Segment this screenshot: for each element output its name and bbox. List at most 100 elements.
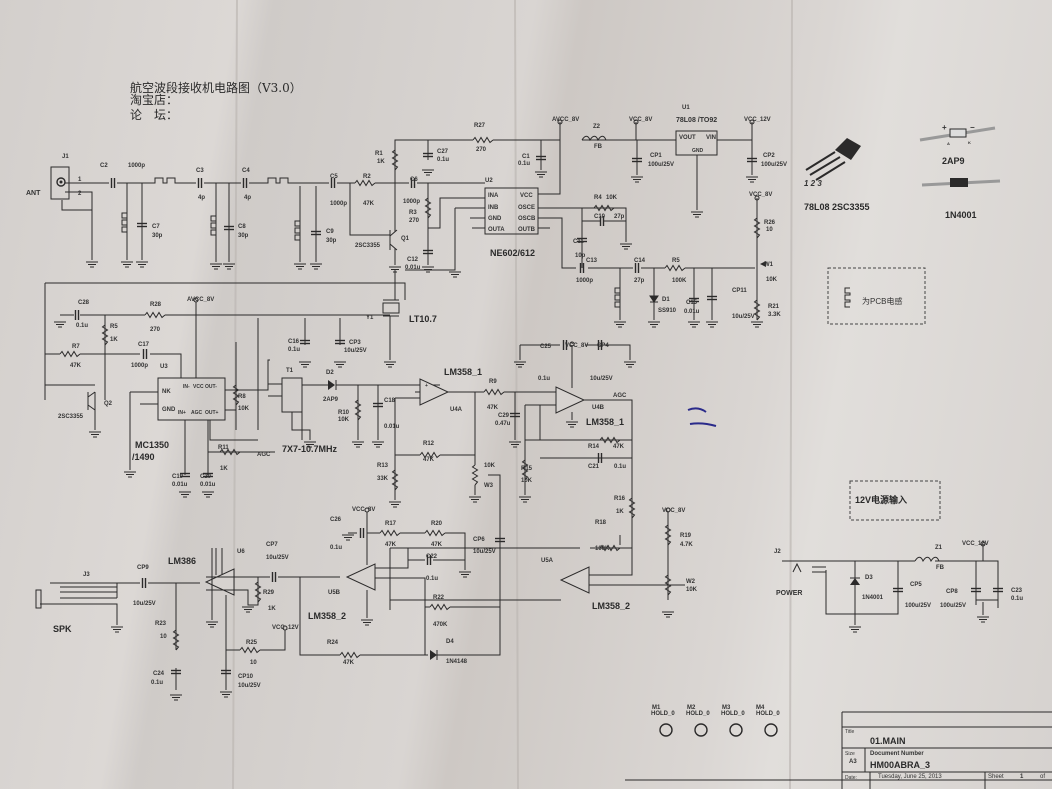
r1-value: 1K: [377, 159, 385, 165]
c15-value: 0.01u: [684, 309, 700, 315]
c10-value: 27p: [614, 214, 625, 220]
schematic-title: 航空波段接收机电路图（V3.0）: [130, 80, 302, 95]
mounting-hole-icon: [764, 723, 778, 737]
net-agc: AGC: [257, 452, 271, 458]
c1-ref: C1: [522, 154, 530, 160]
t1-transformer: [281, 377, 303, 413]
r29-value: 1K: [268, 606, 276, 612]
u5a-part: LM358_2: [592, 601, 630, 611]
cp3-value: 10u/25V: [344, 348, 367, 354]
r10-value: 10K: [338, 417, 350, 423]
cp10-ref: CP10: [238, 674, 254, 680]
net-vcc-12v: VCC_12V: [272, 625, 299, 631]
u3-part: MC1350: [135, 440, 169, 450]
audio-section: [35, 507, 506, 701]
date-label: Date:: [845, 775, 857, 781]
hole-part: HOLD_0: [651, 711, 675, 717]
r29-ref: R29: [263, 590, 275, 596]
net-avcc-8v: AVCC_8V: [552, 117, 579, 123]
c25-value: 0.1u: [538, 376, 550, 382]
pin-label: 1: [78, 177, 82, 183]
size-label: Size: [845, 751, 855, 757]
d1-value: SS910: [658, 308, 677, 314]
c24-value: 0.1u: [151, 680, 163, 686]
r12-ref: R12: [423, 441, 435, 447]
to92-package-icon: [835, 138, 861, 160]
cp5-ref: CP5: [910, 582, 922, 588]
y1-part: LT10.7: [409, 314, 437, 324]
u6-part: LM386: [168, 556, 196, 566]
j2-ref: J2: [774, 549, 781, 555]
r14-ref: R14: [588, 444, 600, 450]
cp1-value: 100u/25V: [648, 162, 674, 168]
c26-value: 0.1u: [330, 545, 342, 551]
spk-label: SPK: [53, 624, 72, 634]
r28-ref: R28: [150, 302, 162, 308]
r18-value: 100K: [595, 546, 610, 552]
sheet-title: 01.MAIN: [870, 736, 906, 746]
c7-ref: C7: [152, 224, 160, 230]
plus-input: +: [425, 383, 428, 389]
c9-value: 30p: [326, 238, 337, 244]
net-vcc-8v: VCC_8V: [565, 343, 588, 349]
r4-ref: R4: [594, 195, 602, 201]
u5a-ref: U5A: [541, 558, 554, 564]
title-block: Title 01.MAIN Size A3 Document Number HM…: [625, 711, 1052, 789]
w2-value: 10K: [686, 587, 698, 593]
hole-ref: M1: [652, 705, 661, 711]
r18-ref: R18: [595, 520, 607, 526]
u1-pin: VIN: [706, 135, 716, 141]
c21-ref: C21: [588, 464, 600, 470]
forum-label: 论 坛：: [130, 108, 178, 122]
z1-value: FB: [936, 565, 945, 571]
c29-ref: C29: [498, 413, 510, 419]
c1-value: 0.1u: [518, 161, 530, 167]
c20-ref: C20: [200, 474, 212, 480]
cp10-value: 10u/25V: [238, 683, 261, 689]
r7-value: 47K: [70, 363, 82, 369]
r20-value: 47K: [431, 542, 443, 548]
z1-ref: Z1: [935, 545, 943, 551]
ant-label: ANT: [26, 190, 41, 197]
d2-ref: D2: [326, 370, 334, 376]
r17-value: 47K: [385, 542, 397, 548]
u3-part-alt: /1490: [132, 452, 155, 462]
u3-pin: NK: [162, 389, 171, 395]
sheet-size: A3: [849, 759, 857, 765]
u1-ref: U1: [682, 105, 690, 111]
cp5-value: 100u/25V: [905, 603, 931, 609]
sheet-label: Sheet: [988, 774, 1004, 780]
c13-value: 1000p: [576, 278, 593, 284]
c19-value: 0.01u: [172, 482, 188, 488]
cp7-value: 10u/25V: [266, 555, 289, 561]
r21-value: 3.3K: [768, 312, 781, 318]
c19-ref: C19: [172, 474, 184, 480]
r5-value: 100K: [672, 278, 687, 284]
u4b-ref: U4B: [592, 405, 605, 411]
r13-ref: R13: [377, 463, 389, 469]
j3-ref: J3: [83, 572, 90, 578]
q1-part: 2SC3355: [355, 243, 381, 249]
u2-pin: INA: [488, 193, 499, 199]
cathode-label: K: [968, 140, 971, 145]
r5b-ref: R5: [110, 324, 118, 330]
pen-mark: [687, 407, 717, 427]
u2-pin: VCC: [520, 193, 533, 199]
cp1-ref: CP1: [650, 153, 662, 159]
r11-ref: R11: [218, 445, 229, 451]
mounting-holes: M1 HOLD_0 M2 HOLD_0 M3 HOLD_0 M4 HOLD_0: [651, 705, 780, 737]
u2-pin: OUTB: [518, 227, 536, 233]
r14-value: 47K: [613, 444, 625, 450]
net-agc: AGC: [613, 393, 627, 399]
net-vcc-8v: VCC_8V: [749, 192, 772, 198]
u3-pin: GND: [162, 407, 176, 413]
d3-value: 1N4001: [862, 595, 884, 601]
r15-value: 10K: [521, 478, 533, 484]
c16-ref: C16: [288, 339, 300, 345]
minus-sign: −: [970, 123, 975, 132]
r1-ref: R1: [375, 151, 383, 157]
net-vcc-8v: VCC_8V: [352, 507, 375, 513]
r3-ref: R3: [409, 210, 417, 216]
y1-ref: Y1: [366, 315, 374, 321]
